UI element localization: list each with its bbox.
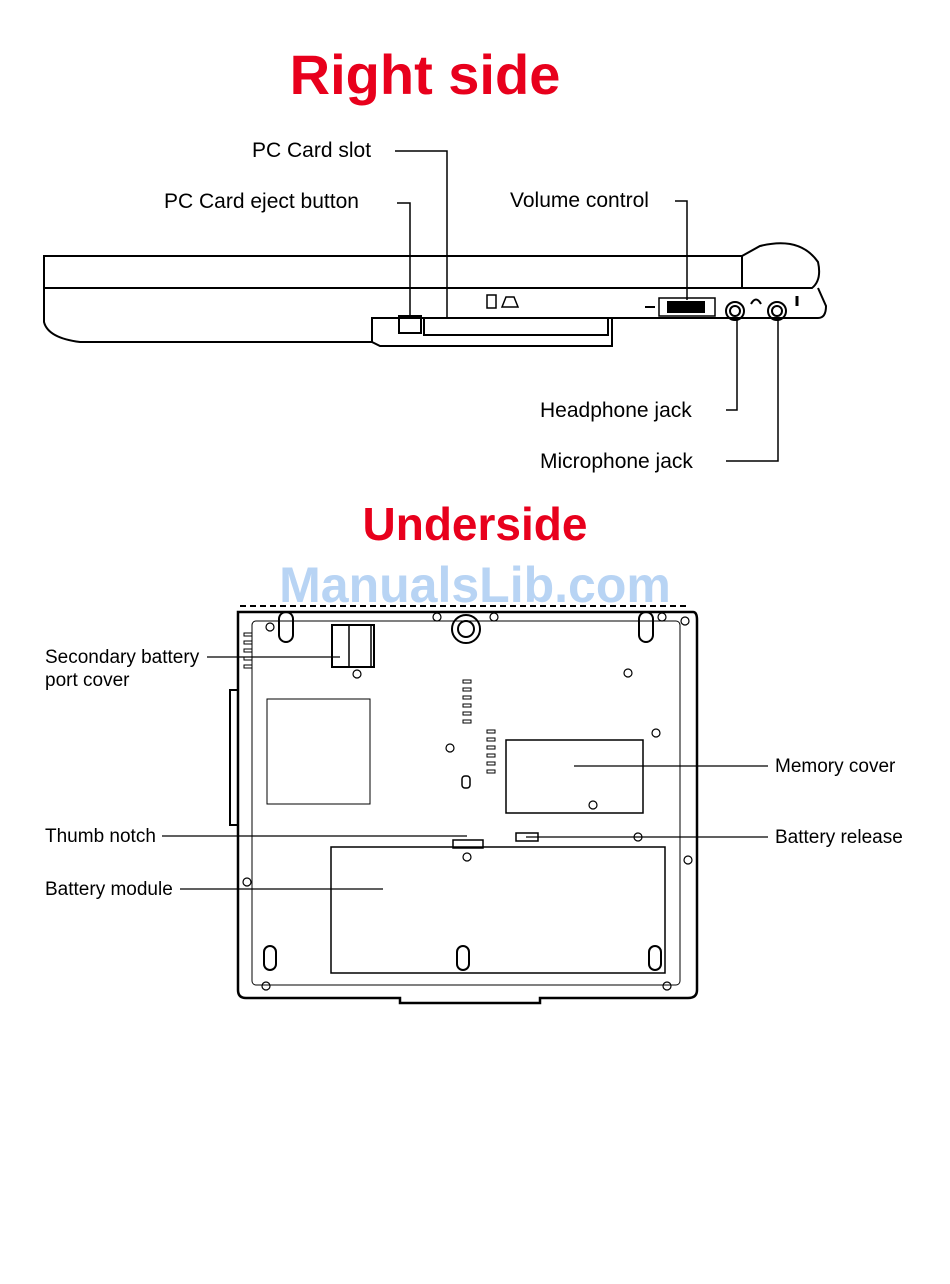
label-battery-release: Battery release <box>775 826 903 849</box>
label-port-cover: port cover <box>45 669 129 692</box>
underside-diagram <box>162 606 768 1003</box>
label-secondary-battery: Secondary battery <box>45 646 199 669</box>
label-volume-control: Volume control <box>510 189 649 213</box>
microphone-jack-leader <box>726 318 778 461</box>
label-pc-card-slot: PC Card slot <box>252 139 371 163</box>
pc-card-eject-leader <box>397 203 410 316</box>
volume-control-leader <box>675 201 687 300</box>
pc-card-slot-leader <box>395 151 447 318</box>
label-headphone-jack: Headphone jack <box>540 399 692 423</box>
watermark: ManualsLib.com <box>0 556 950 614</box>
volume-wheel <box>668 302 704 312</box>
headphone-jack-leader <box>726 318 737 410</box>
label-microphone-jack: Microphone jack <box>540 450 693 474</box>
card-icon <box>487 295 496 308</box>
laptop-base <box>44 288 826 342</box>
pc-card-slot-shape <box>424 318 608 335</box>
laptop-lid-edge <box>44 256 742 288</box>
laptop-hinge <box>742 243 819 288</box>
label-memory-cover: Memory cover <box>775 755 895 778</box>
label-battery-module: Battery module <box>45 878 173 901</box>
label-pc-card-eject-button: PC Card eject button <box>164 190 359 214</box>
headphone-icon <box>751 300 761 305</box>
label-thumb-notch: Thumb notch <box>45 825 156 848</box>
